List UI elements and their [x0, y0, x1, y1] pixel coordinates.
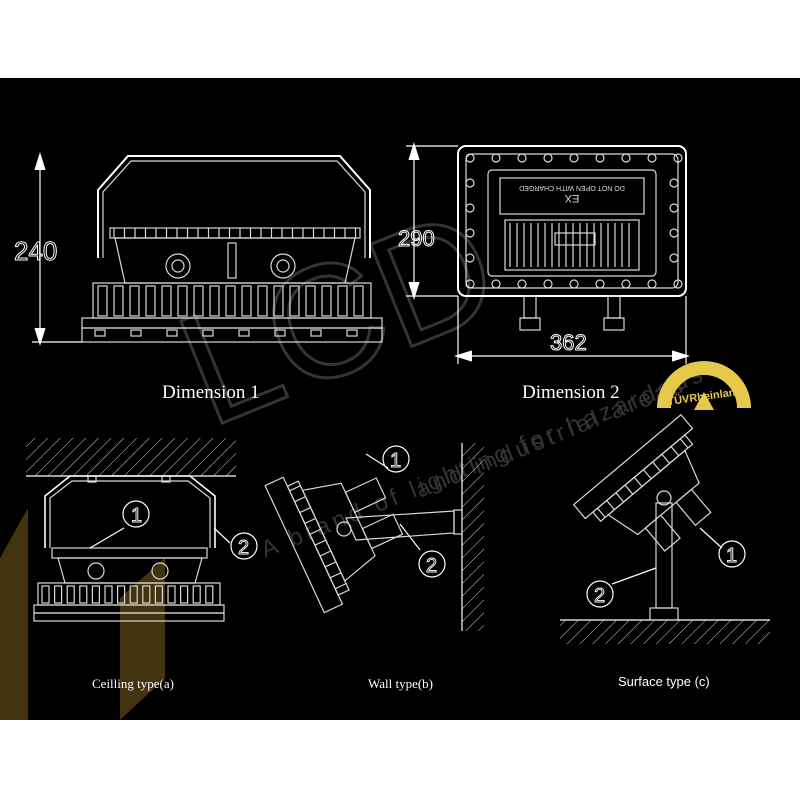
watermark-stripe-right: [120, 558, 165, 720]
dimension-2-caption: Dimension 2: [522, 382, 620, 403]
wall-type-drawing: [264, 443, 484, 631]
dimension-1-front-view: [32, 151, 383, 347]
watermark-stripe-left: [0, 508, 28, 720]
surface-type-drawing: [560, 413, 770, 644]
dimension-1-height-label: 240: [14, 236, 57, 266]
surface-callout-2: 2: [586, 580, 614, 608]
technical-drawing: LCD A brand of lighting for hazardous an…: [0, 141, 770, 720]
dimension-2-plate-ex: EX: [564, 192, 579, 204]
drawing-canvas: LCD A brand of lighting for hazardous an…: [0, 78, 800, 720]
ceiling-type-drawing: [26, 438, 236, 622]
svg-text:2: 2: [426, 555, 437, 577]
wall-type-caption: Wall type(b): [368, 676, 434, 691]
dimension-2-width-label: 362: [550, 330, 587, 355]
dimension-1-caption: Dimension 1: [162, 382, 260, 403]
svg-text:2: 2: [594, 585, 605, 607]
wall-callout-2: 2: [418, 550, 446, 578]
tuv-certification-badge: TÜVRheinlan: [657, 361, 751, 410]
svg-text:1: 1: [726, 545, 737, 567]
wall-callout-1: 1: [382, 445, 410, 473]
dimension-2-top-view: [406, 141, 691, 364]
svg-text:1: 1: [390, 450, 401, 472]
ceiling-type-caption: Ceilling type(a): [92, 676, 174, 691]
surface-type-caption: Surface type (c): [618, 674, 710, 689]
dimension-2-height-label: 290: [398, 226, 435, 251]
ceiling-callout-1: 1: [122, 500, 150, 528]
svg-text:1: 1: [131, 505, 142, 527]
surface-callout-1: 1: [718, 540, 746, 568]
ceiling-callout-2: 2: [230, 532, 258, 560]
dimension-2-plate-warning: DO NOT OPEN WITH CHARGED: [519, 184, 625, 191]
svg-text:2: 2: [238, 537, 249, 559]
